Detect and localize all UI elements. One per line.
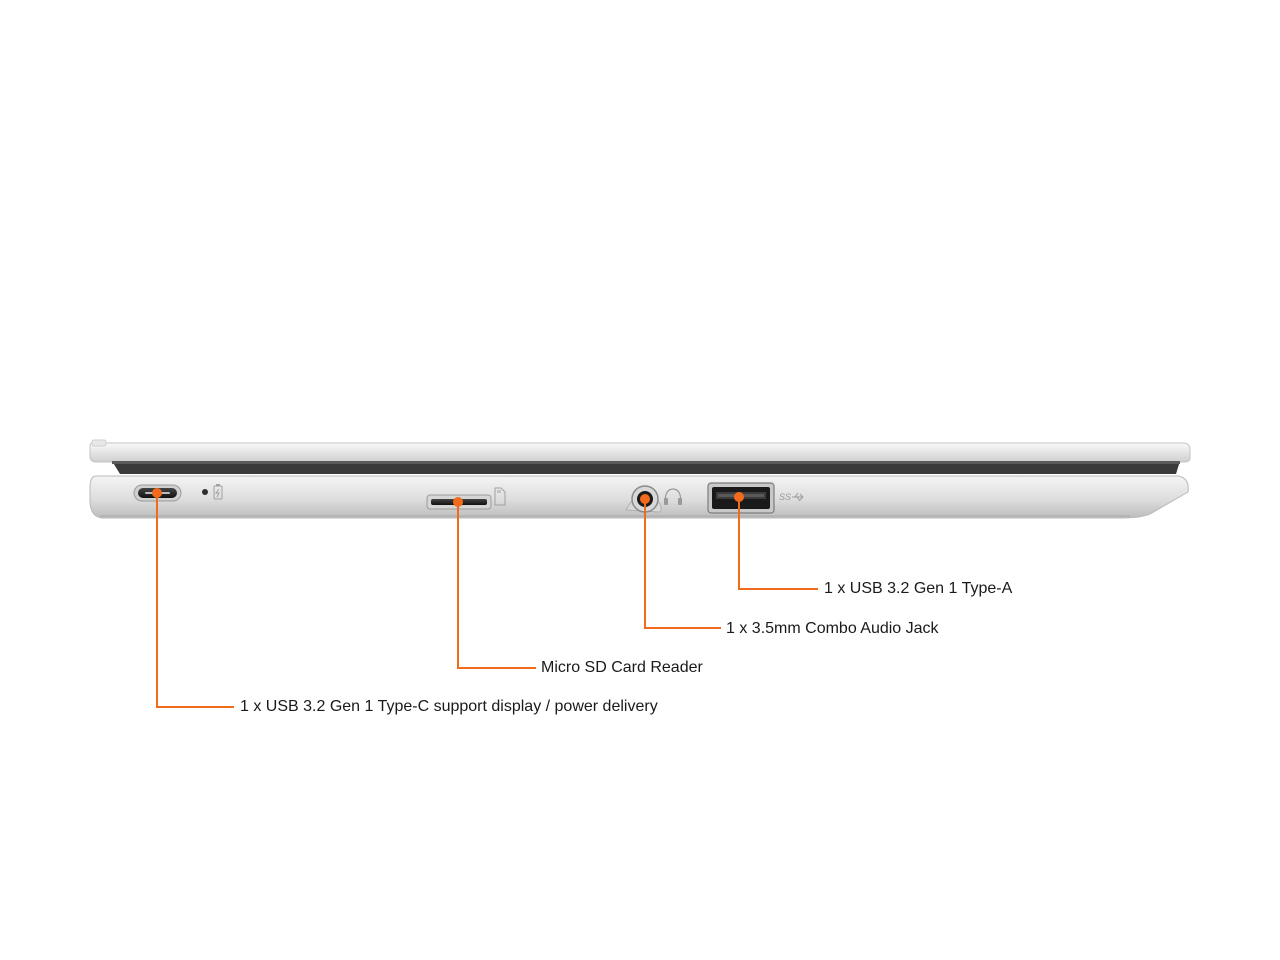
battery-indicator-icon — [213, 484, 223, 500]
micro-sd-leader-dot — [453, 497, 463, 507]
usb-c-leader — [156, 493, 234, 708]
micro-sd-callout-label: Micro SD Card Reader — [541, 659, 703, 676]
usb-ss-logo: SS — [779, 492, 791, 502]
usb-c-leader-dot — [152, 488, 162, 498]
audio-jack-callout-label: 1 x 3.5mm Combo Audio Jack — [726, 620, 939, 637]
sd-card-icon — [494, 487, 506, 506]
led-indicator — [202, 489, 208, 495]
usb-c-callout-label: 1 x USB 3.2 Gen 1 Type-C support display… — [240, 698, 658, 715]
micro-sd-leader — [457, 502, 536, 669]
audio-jack-leader-dot — [640, 494, 650, 504]
usb-superspeed-icon: SS — [779, 492, 804, 502]
callout-leader-lines — [152, 488, 818, 708]
headphone-icon — [664, 488, 682, 505]
usb-a-callout-label: 1 x USB 3.2 Gen 1 Type-A — [824, 580, 1013, 597]
usb-a-leader — [738, 497, 818, 590]
audio-jack-leader — [644, 499, 721, 629]
laptop-lid — [89, 439, 1191, 474]
usb-a-leader-dot — [734, 492, 744, 502]
